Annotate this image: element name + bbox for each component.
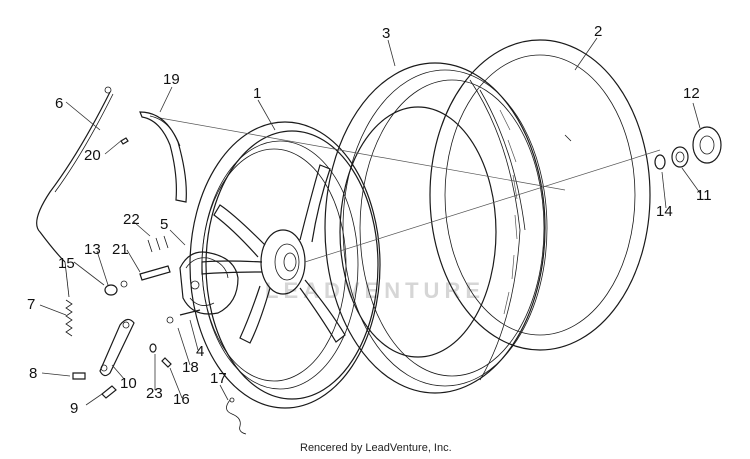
callout-18: 18 [182, 359, 199, 376]
hardware-parts [72, 137, 247, 435]
leader-lines [39, 37, 701, 406]
callout-2: 2 [594, 23, 602, 40]
brake-cable-part [36, 86, 114, 298]
tire-part [324, 62, 548, 394]
hub-parts [654, 126, 722, 170]
callout-13: 13 [84, 241, 101, 258]
callout-3: 3 [382, 25, 390, 42]
callout-15: 15 [58, 255, 75, 272]
callout-16: 16 [173, 391, 190, 408]
callout-20: 20 [84, 147, 101, 164]
callout-22: 22 [123, 211, 140, 228]
callout-12: 12 [683, 85, 700, 102]
callout-8: 8 [29, 365, 37, 382]
callout-21: 21 [112, 241, 129, 258]
callout-6: 6 [55, 95, 63, 112]
callout-10: 10 [120, 375, 137, 392]
callout-14: 14 [656, 203, 673, 220]
footer-credit: Rencered by LeadVenture, Inc. [300, 442, 452, 454]
callout-9: 9 [70, 400, 78, 417]
rim-guard-part [139, 111, 187, 203]
brake-shoe-part [179, 251, 239, 315]
callout-23: 23 [146, 385, 163, 402]
brake-arm-part [99, 318, 135, 377]
inner-tube-part [429, 39, 651, 351]
watermark-text: LEADVENTURE [265, 278, 485, 303]
callout-11: 11 [696, 187, 712, 204]
callout-7: 7 [27, 296, 35, 313]
callouts: 1 2 3 4 5 6 7 8 9 10 11 12 13 14 15 16 1… [27, 23, 712, 417]
callout-1: 1 [253, 85, 261, 102]
wheel-rim-part [159, 117, 661, 409]
spring-part [65, 299, 73, 337]
callout-17: 17 [210, 370, 227, 387]
callout-5: 5 [160, 216, 168, 233]
callout-19: 19 [163, 71, 180, 88]
callout-4: 4 [196, 343, 204, 360]
